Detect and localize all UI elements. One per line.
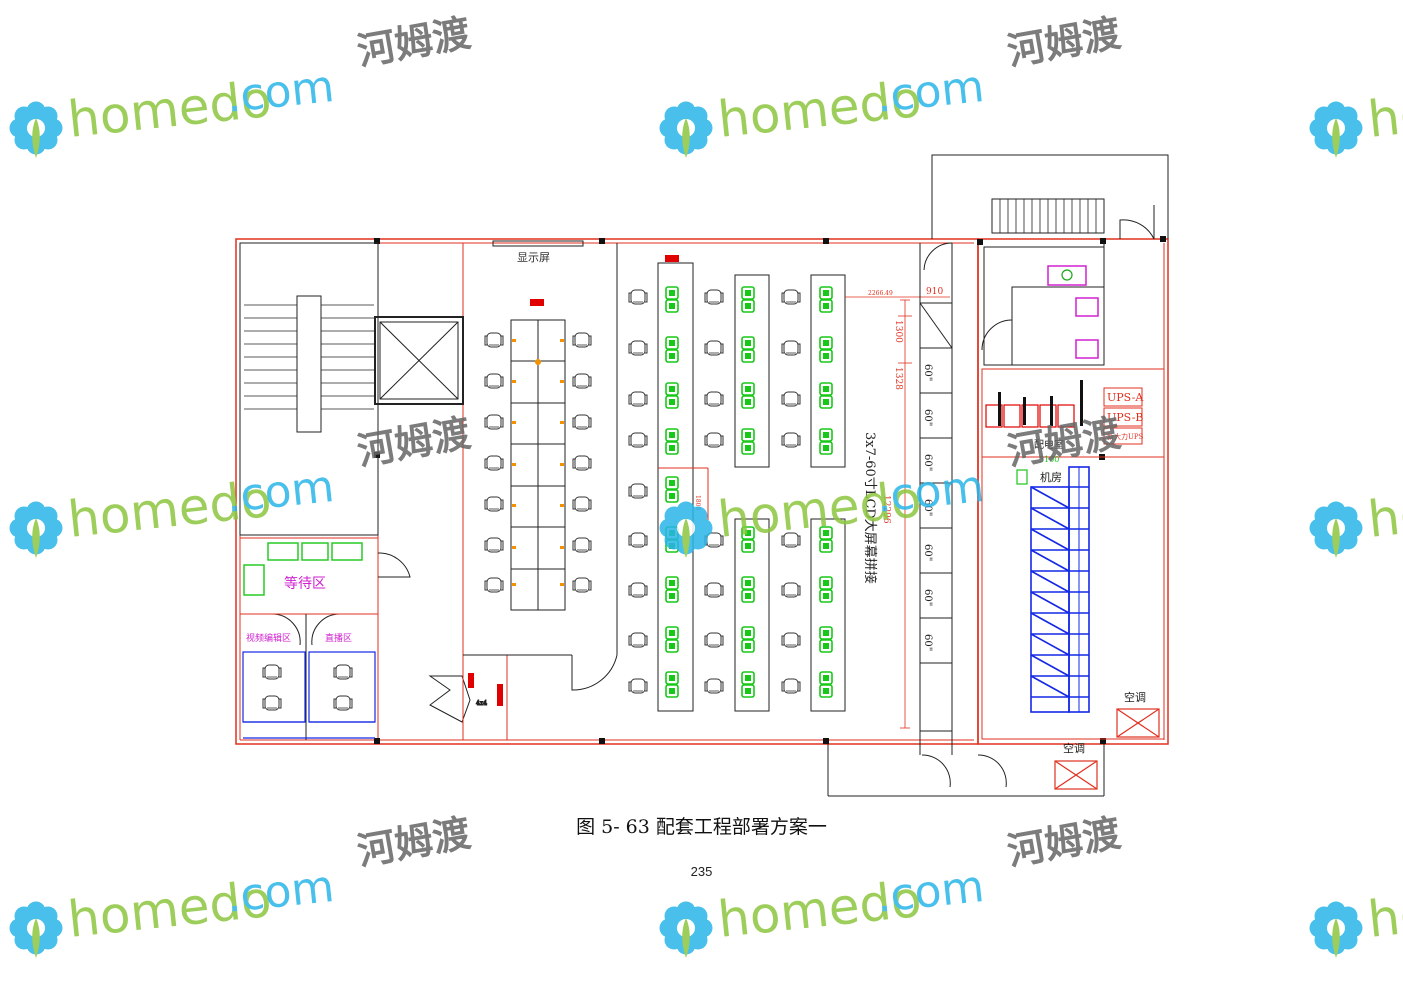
stairwell bbox=[239, 242, 379, 536]
structural-columns bbox=[374, 236, 1166, 744]
svg-text:60": 60" bbox=[922, 589, 933, 606]
dim-1328: 1328 bbox=[893, 367, 903, 390]
dim-12296: 12296 bbox=[881, 495, 891, 524]
display-screen-label: 显示屏 bbox=[517, 251, 550, 264]
dimension-lines bbox=[845, 296, 950, 729]
waiting-area: 等待区 视频编辑区 直播区 bbox=[240, 537, 411, 740]
meeting-room: 显示屏 bbox=[463, 240, 618, 691]
svg-text:60": 60" bbox=[922, 499, 933, 516]
server-racks bbox=[1030, 466, 1090, 713]
waiting-area-label: 等待区 bbox=[284, 575, 326, 592]
dim-3100: 3100 bbox=[1039, 455, 1059, 464]
power-room: UPS-A UPS-B 新大力UPS 配电室 bbox=[981, 368, 1165, 458]
svg-text:1800: 1800 bbox=[694, 495, 701, 510]
ac-label-2: 空调 bbox=[1063, 741, 1085, 755]
video-edit-room-label: 视频编辑区 bbox=[246, 632, 291, 644]
svg-text:60": 60" bbox=[922, 544, 933, 561]
control-room-consoles: 1800 bbox=[628, 255, 846, 712]
svg-text:60": 60" bbox=[922, 409, 933, 426]
machine-room-label: 机房 bbox=[1040, 470, 1062, 484]
dim-910: 910 bbox=[926, 287, 943, 297]
ac-label-1: 空调 bbox=[1124, 690, 1146, 704]
top-annex bbox=[931, 154, 1169, 240]
ups-a-label: UPS-A bbox=[1107, 391, 1144, 404]
ups-b-label: UPS-B bbox=[1107, 411, 1143, 424]
svg-text:60": 60" bbox=[922, 454, 933, 471]
entrance-doors: 4x4 bbox=[428, 654, 508, 741]
dim-2266: 2266.49 bbox=[868, 290, 893, 297]
power-room-label: 配电室 bbox=[1034, 438, 1064, 451]
machine-room: 3100 机房 空调 bbox=[981, 455, 1165, 740]
svg-text:4x4: 4x4 bbox=[476, 700, 487, 707]
restroom-area bbox=[981, 243, 1105, 366]
figure-caption: 图 5- 63 配套工程部署方案一 bbox=[576, 816, 827, 838]
video-wall bbox=[919, 242, 1007, 788]
dim-1300: 1300 bbox=[893, 320, 903, 343]
svg-text:60": 60" bbox=[922, 634, 933, 651]
live-room-label: 直播区 bbox=[325, 632, 352, 644]
outer-walls bbox=[235, 238, 1169, 797]
ac-unit-2: 空调 bbox=[1054, 741, 1098, 790]
screen-panel-labels: 60" 60" 60" 60" 60" 60" 60" bbox=[922, 364, 933, 651]
elevator bbox=[374, 316, 464, 405]
page-number: 235 bbox=[690, 864, 713, 879]
svg-text:60": 60" bbox=[922, 364, 933, 381]
big-screen-label: 3x7-60寸LCD大屏幕拼接 bbox=[862, 432, 878, 584]
ups-note-label: 新大力UPS bbox=[1107, 432, 1144, 441]
